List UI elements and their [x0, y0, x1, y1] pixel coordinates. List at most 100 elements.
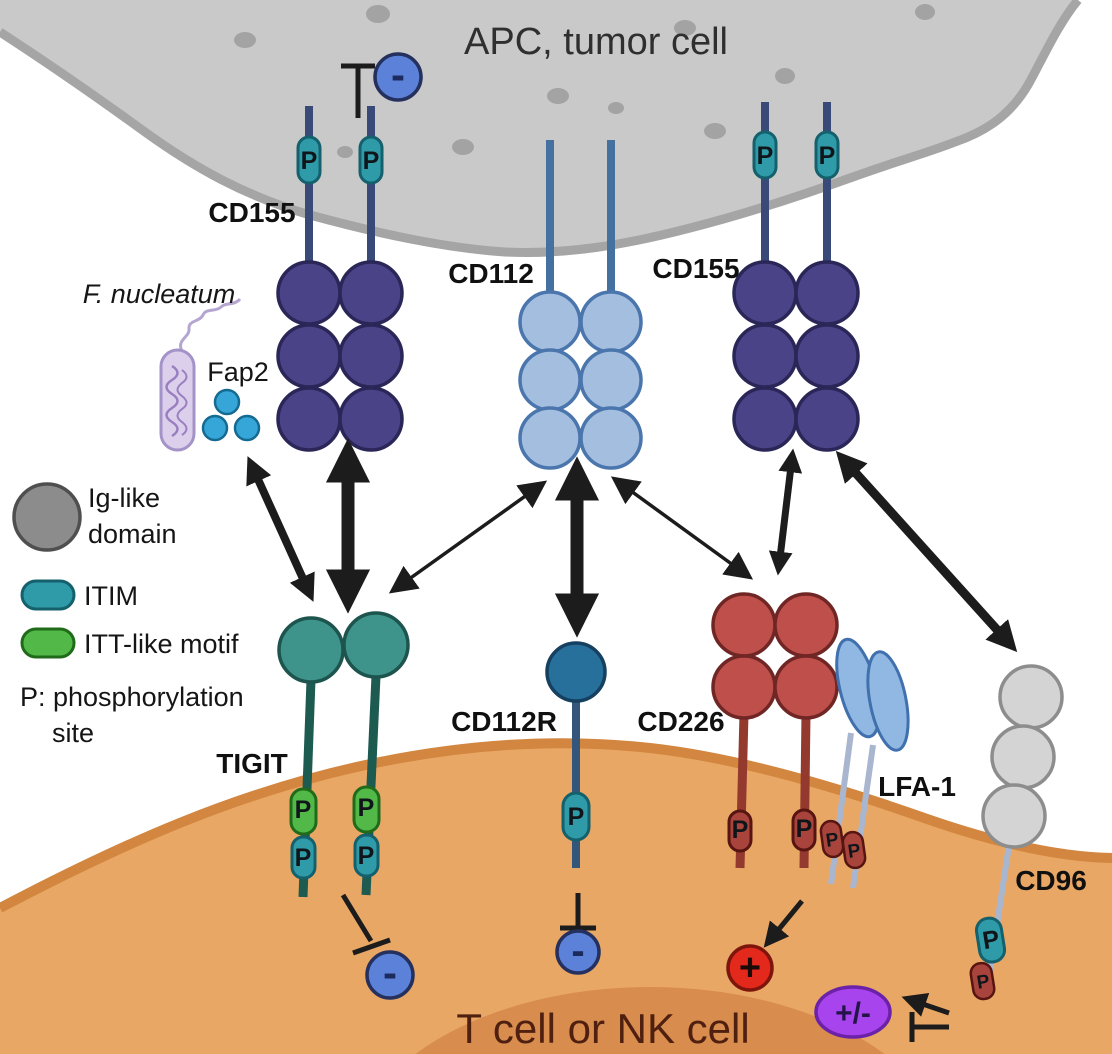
tcell-nucleus: [415, 987, 885, 1054]
itt-motif-swatch: [20, 627, 76, 659]
itim-pill-icon: [290, 835, 317, 880]
bacterium-dna-icon: [176, 369, 188, 436]
cd112-label: CD112: [448, 258, 534, 289]
arrow-cd112-cd226: [610, 476, 754, 580]
tigit-inhibit-cap: [352, 937, 391, 956]
minus-sign: -: [571, 929, 584, 973]
ig-domains: [981, 664, 1064, 849]
legend-ig-like-label2: domain: [88, 519, 177, 549]
ig-domains: [518, 290, 643, 470]
bacterium-dna-icon: [165, 364, 179, 438]
legend-phospho-label: P: phosphorylation: [20, 682, 244, 712]
ig-domain: [545, 641, 607, 703]
arrow-cd112-tigit: [388, 480, 548, 594]
phospho-site: P: [732, 816, 749, 844]
cd155-left-label: CD155: [208, 197, 295, 228]
plus-minus-ball-icon: [814, 985, 892, 1039]
cd226-activate-arrow: [763, 899, 804, 948]
phospho-site: P: [295, 796, 312, 824]
apc-tumor-cell: [0, 0, 1082, 258]
plus-ball-icon: [726, 944, 774, 992]
phospho-site: P: [824, 829, 840, 852]
legend-itt-label: ITT-like motif: [84, 629, 239, 659]
ig-domain: [342, 611, 410, 679]
cd155-right-label: CD155: [652, 253, 739, 284]
cd112r-label: CD112R: [451, 706, 557, 737]
phospho-site: P: [846, 840, 862, 863]
phospho-site: P: [363, 147, 380, 175]
tigit-receptor: P P P P: [277, 611, 410, 898]
itim-swatch: [20, 579, 76, 611]
ig-domains: [711, 592, 839, 720]
cd226-label: CD226: [637, 706, 724, 737]
interaction-arrows: [246, 438, 1018, 653]
fap2-label: Fap2: [207, 357, 269, 387]
ig-like-domain-swatch: [12, 482, 82, 552]
stalk: [828, 732, 854, 885]
minus-ball-icon: [365, 950, 415, 1000]
itim-pill-icon: P: [974, 916, 1007, 964]
lfa1-label: LFA-1: [878, 771, 956, 802]
apc-cytoplasm-spots: [234, 4, 935, 158]
phospho-site: P: [975, 971, 991, 994]
plus-sign: +: [739, 947, 761, 989]
phospho-site: P: [757, 142, 774, 170]
arrow-fap2-tigit: [246, 456, 315, 602]
cd112r-receptor: P: [545, 641, 607, 868]
itt-pill-icon: [289, 787, 318, 836]
apc-cell-label: APC, tumor cell: [464, 21, 728, 63]
minus-sign: -: [391, 51, 405, 98]
arrow-cd155-cd226: [768, 448, 803, 576]
phospho-pill-icon: P: [969, 961, 996, 1001]
tcell-label: T cell or NK cell: [456, 1005, 749, 1052]
ig-domains: [732, 260, 860, 452]
labels: APC, tumor cell CD155 F. nucleatum Fap2 …: [83, 21, 1087, 1052]
arrow-cd155-cd96: [835, 450, 1018, 653]
apc-cell-membrane: [0, 0, 1082, 258]
ig-domains: [276, 260, 404, 452]
phospho-site: P: [981, 925, 1002, 955]
phospho-site: P: [819, 142, 836, 170]
legend-ig-like-label: Ig-like: [88, 483, 160, 513]
phospho-pill-icon: [791, 808, 817, 852]
itim-pill-icon: [353, 833, 380, 878]
legend: Ig-like domain ITIM ITT-like motif P: ph…: [12, 482, 244, 748]
signal-symbols: - - + +/-: [340, 893, 950, 1042]
phospho-site: P: [295, 844, 312, 872]
cd155-right-ligand: P P: [732, 102, 860, 452]
itim-pill-icon: [296, 135, 322, 185]
fap2-molecules: [201, 388, 261, 442]
phospho-site: P: [796, 815, 813, 843]
phospho-site: P: [301, 147, 318, 175]
f-nucleatum-bacterium: [159, 297, 261, 452]
cd155-left-ligand: P P: [276, 106, 404, 452]
cd112-ligand: [518, 140, 643, 470]
phospho-site: P: [568, 803, 585, 831]
lfa1-receptor: P P: [819, 637, 910, 889]
itim-pill-icon: [814, 130, 840, 180]
cd226-receptor: P P: [711, 592, 839, 869]
f-nucleatum-label: F. nucleatum: [83, 279, 236, 309]
itt-pill-icon: [352, 785, 381, 834]
plus-minus-sign: +/-: [835, 997, 871, 1030]
legend-itim-label: ITIM: [84, 581, 138, 611]
tigit-inhibit-stem: [340, 893, 374, 943]
cd96-label: CD96: [1015, 865, 1087, 896]
phospho-site: P: [358, 794, 375, 822]
tigit-label: TIGIT: [216, 748, 288, 779]
legend-phospho-label2: site: [52, 718, 94, 748]
itim-pill-icon: [752, 130, 778, 180]
phospho-pill-icon: [727, 809, 753, 853]
phospho-site: P: [358, 842, 375, 870]
minus-sign: -: [383, 949, 397, 996]
minus-ball-icon: [555, 929, 601, 975]
phospho-pill-icon: P: [819, 819, 845, 859]
apc-inhibitory-signal: -: [341, 51, 423, 118]
phospho-pill-icon: P: [841, 830, 867, 870]
cd96-receptor: P P: [969, 664, 1064, 1001]
ig-domain: [277, 616, 345, 684]
flagellum-icon: [179, 297, 242, 352]
lfa1-subunit-icon: [866, 650, 910, 752]
